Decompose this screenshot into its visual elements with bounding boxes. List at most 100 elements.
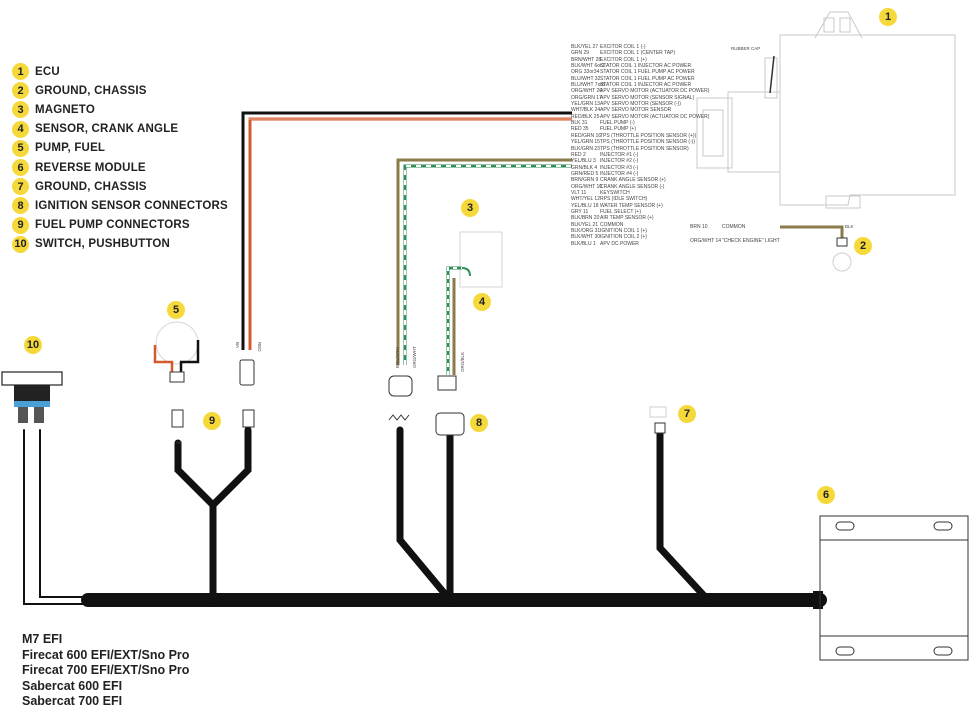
- pin-desc: IGNITION COIL 1 (+): [600, 227, 647, 234]
- pin-desc: APV DC POWER: [600, 240, 639, 247]
- pin-desc: COMMON: [600, 221, 624, 228]
- legend-number: 2: [12, 82, 29, 100]
- pin-row: BLU/WHT 32STATOR COIL 1 FUEL PUMP AC POW…: [571, 76, 709, 82]
- pin-desc: CRANK ANGLE SENSOR (-): [600, 183, 665, 190]
- ground-2-wire: [780, 225, 852, 272]
- legend-item: 6 REVERSE MODULE: [12, 158, 228, 177]
- pin-desc: APV SERVO MOTOR SENSOR: [600, 107, 672, 114]
- pin-code: YEL/GRN 13: [571, 101, 600, 108]
- model-name: Sabercat 700 EFI: [22, 694, 123, 708]
- pin-desc: INJECTOR #4 (-): [600, 170, 639, 177]
- model-name: M7 EFI: [22, 632, 63, 646]
- pin-desc: EXCITOR COIL 1 (-): [600, 44, 646, 50]
- pin-desc: STATOR COIL 1 FUEL PUMP AC POWER: [600, 75, 695, 82]
- pin-code: BLU/WHT 32: [571, 75, 601, 82]
- wire-label-brn-grn: BRN/GRN: [395, 347, 400, 368]
- pin-code: RED/BLK 25: [571, 113, 600, 120]
- wire-label-org-wht: ORG/WHT: [412, 346, 417, 368]
- model-name: Sabercat 600 EFI: [22, 678, 123, 693]
- pin-desc: CRANK ANGLE SENSOR (+): [600, 177, 666, 184]
- pin-code: BLK 31: [571, 120, 588, 127]
- pin-code: RED 35: [571, 126, 589, 133]
- legend-label: FUEL PUMP CONNECTORS: [35, 219, 190, 232]
- pin-desc: INJECTOR #3 (-): [600, 164, 639, 171]
- reverse-module: [819, 515, 969, 661]
- pin-desc: APV SERVO MOTOR (SENSOR SIGNAL): [600, 94, 695, 101]
- pin-desc: KEYSWITCH: [600, 189, 630, 196]
- sensor-4-wires: [446, 266, 471, 375]
- pushbutton-switch: [1, 371, 63, 423]
- legend-label: REVERSE MODULE: [35, 161, 146, 174]
- wire-label-ab: AB: [176, 440, 183, 445]
- callout-ground-chassis-7: 7: [678, 405, 696, 423]
- pin-code: VLT 11: [571, 189, 587, 196]
- legend-label: ECU: [35, 65, 60, 78]
- pin-desc: APV SERVO MOTOR (SENSOR (-)): [600, 101, 681, 108]
- pin-desc: EXCITOR COIL 1 (+): [600, 56, 647, 63]
- callout-ecu: 1: [879, 8, 897, 26]
- legend-number: 7: [12, 178, 29, 196]
- legend-label: SWITCH, PUSHBUTTON: [35, 238, 170, 251]
- pin-code: YEL/BLU 3: [571, 158, 596, 165]
- model-name: Firecat 700 EFI/EXT/Sno Pro: [22, 663, 190, 677]
- legend-number: 10: [12, 235, 29, 253]
- pin-row: WHT/YEL 12RPS (IDLE SWITCH): [571, 196, 709, 202]
- pin-row: BLK/BRN 20AIR TEMP SENSOR (+): [571, 215, 709, 221]
- callout-fuel-pump-connectors: 9: [203, 412, 221, 430]
- pin-code: YEL/BLU 18: [571, 202, 599, 209]
- pin-row: YEL/GRN 15TPS (THROTTLE POSITION SENSOR …: [571, 139, 709, 145]
- pin-code: WHT/BLK 24: [571, 107, 601, 114]
- pin-desc: TPS (THROTTLE POSITION SENSOR (+)): [600, 132, 697, 139]
- callout-ground-chassis-2: 2: [854, 237, 872, 255]
- wire-label-blk: BLK: [845, 224, 854, 229]
- pin-row: YEL/BLU 18WATER TEMP SENSOR (+): [571, 203, 709, 209]
- pin-row: BLU/WHT 7or8STATOR COIL 1 INJECTOR AC PO…: [571, 82, 709, 88]
- legend-label: GROUND, CHASSIS: [35, 84, 147, 97]
- wire-label-ba: BA: [235, 342, 240, 349]
- pin-code: WHT/YEL 12: [571, 196, 600, 203]
- fuel-pump: [153, 321, 200, 383]
- legend-label: GROUND, CHASSIS: [35, 180, 147, 193]
- pin-row: ORG/GRN 17APV SERVO MOTOR (SENSOR SIGNAL…: [571, 95, 709, 101]
- pin-code: BLK/BLU 1: [571, 240, 596, 247]
- legend-number: 1: [12, 63, 29, 81]
- pin-code: BRN 10: [690, 224, 708, 230]
- pin-code: ORG/WHT 10: [571, 183, 603, 190]
- pin-row: ORG/WHT 10CRANK ANGLE SENSOR (-): [571, 184, 709, 190]
- callout-reverse-module: 6: [817, 486, 835, 504]
- pin-row: VLT 11 KEYSWITCH: [571, 190, 709, 196]
- rubber-cap-label: RUBBER CAP: [731, 46, 761, 51]
- pin-desc: FUEL PUMP (+): [600, 126, 636, 133]
- pin-desc: EXCITOR COIL 1 (CENTER TAP): [600, 50, 676, 57]
- ecu-outline: [696, 11, 956, 209]
- pin-code: RED 2: [571, 151, 586, 158]
- connectors: [171, 359, 667, 436]
- pin-desc: WATER TEMP SENSOR (+): [600, 202, 663, 209]
- model-name: Firecat 600 EFI/EXT/Sno Pro: [22, 647, 190, 662]
- legend-item: 10 SWITCH, PUSHBUTTON: [12, 235, 228, 254]
- pin-row: BLK/GRN 23TPS (THROTTLE POSITION SENSOR): [571, 146, 709, 152]
- pin-desc: FUEL SELECT (+): [600, 208, 641, 215]
- pin-code: GRN/RED 5: [571, 170, 599, 177]
- legend-number: 9: [12, 216, 29, 234]
- pin-code: BLK/YEL 21: [571, 221, 599, 228]
- legend-number: 6: [12, 159, 29, 177]
- crank-sensor-wires: [396, 158, 572, 365]
- magneto-outline: [459, 231, 503, 288]
- legend-number: 4: [12, 120, 29, 138]
- pin-code: BLK/WHT 30: [571, 234, 601, 241]
- main-harness: [23, 426, 827, 609]
- legend-item: 7 GROUND, CHASSIS: [12, 177, 228, 196]
- pin-code: GRN 29: [571, 50, 590, 57]
- wire-label-org-blk: ORG/BLK: [460, 351, 465, 372]
